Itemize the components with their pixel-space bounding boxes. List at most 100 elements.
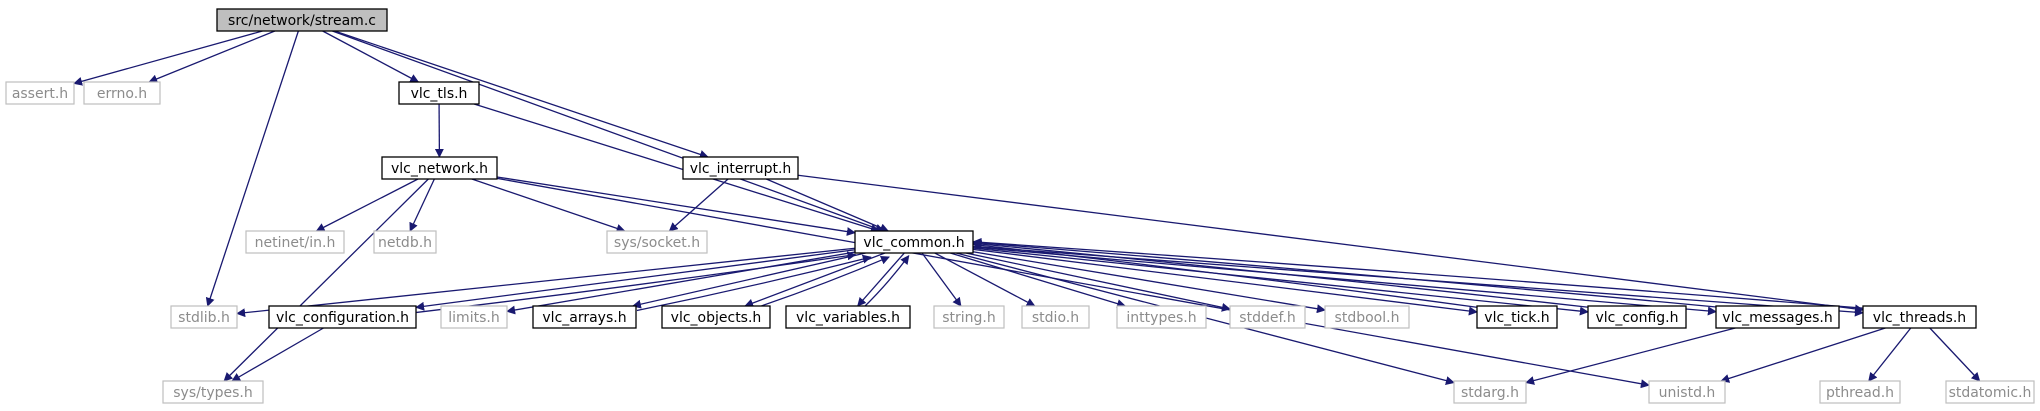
node-label: netdb.h [378,235,432,251]
node-stream[interactable]: src/network/stream.c [216,8,388,32]
node-vlc-tick[interactable]: vlc_tick.h [1476,305,1558,329]
node-box [854,230,974,254]
node-label: stdio.h [1032,310,1079,326]
edge-stream-to-vlc_tls [322,30,420,83]
node-vlc-variables[interactable]: vlc_variables.h [785,305,911,329]
edge-vlc_common-to-vlc_config [972,247,1589,316]
node-label: vlc_tls.h [411,86,468,102]
edge-vlc_network-to-vlc_common [496,176,856,236]
node-box [1229,305,1306,329]
node-assert: assert.h [5,81,75,105]
edge-vlc_common-to-stdio [934,252,1036,307]
node-stdarg: stdarg.h [1453,380,1527,404]
node-label: vlc_interrupt.h [690,161,792,177]
edge-vlc_common-to-vlc_variables [857,252,905,307]
node-box [1648,380,1726,404]
node-vlc-messages[interactable]: vlc_messages.h [1715,305,1840,329]
node-netinet-in: netinet/in.h [245,230,345,254]
nodes-layer: src/network/stream.c assert.h errno.h vlc_t… [5,8,2035,404]
node-box [785,305,911,329]
node-label: stdarg.h [1461,385,1519,401]
node-box [661,305,771,329]
node-vlc-configuration[interactable]: vlc_configuration.h [268,305,417,329]
edge-vlc_threads-to-pthread [1868,327,1912,382]
edge-vlc_common-to-stdbool [972,251,1326,314]
node-label: limits.h [448,310,499,326]
node-box [268,305,417,329]
node-vlc-network[interactable]: vlc_network.h [381,156,498,180]
edge-vlc_interrupt-to-vlc_common [766,178,890,232]
node-vlc-threads[interactable]: vlc_threads.h [1862,305,1977,329]
node-label: src/network/stream.c [228,13,376,29]
node-label: vlc_messages.h [1722,310,1832,326]
node-box [1476,305,1558,329]
edge-vlc_network-to-sys_types [223,178,429,382]
edge-vlc_configuration-to-sys_types [231,327,324,382]
node-label: vlc_tick.h [1484,310,1549,326]
edge-vlc_common-to-vlc_arrays [631,252,866,309]
node-box [1324,305,1410,329]
edge-vlc_messages-to-vlc_common [972,238,1717,308]
node-label: stdlib.h [178,310,230,326]
node-stdbool: stdbool.h [1324,305,1410,329]
node-label: errno.h [97,86,147,102]
node-label: vlc_configuration.h [276,310,409,326]
node-box [1021,305,1090,329]
edge-stream-to-errno [148,30,276,84]
node-label: sys/socket.h [614,235,700,251]
node-label: netinet/in.h [255,235,336,251]
node-stdio: stdio.h [1021,305,1090,329]
edge-vlc_common-to-stdlib [236,247,856,318]
node-box [245,230,345,254]
node-string: string.h [933,305,1005,329]
node-label: vlc_network.h [391,161,488,177]
node-label: assert.h [12,86,68,102]
edge-vlc_configuration-to-vlc_common [416,251,857,314]
edge-vlc_interrupt-to-sys_socket [668,178,729,232]
node-pthread: pthread.h [1819,380,1901,404]
edge-stream-to-stdlib [205,30,299,307]
node-label: pthread.h [1826,385,1894,401]
node-box [532,305,637,329]
node-stdatomic: stdatomic.h [1945,380,2035,404]
node-vlc-common[interactable]: vlc_common.h [854,230,974,254]
edge-vlc_tls-to-vlc_common [473,103,880,233]
edges-layer [73,30,1981,389]
edge-vlc_common-to-limits [506,251,856,315]
node-vlc-config[interactable]: vlc_config.h [1587,305,1687,329]
node-label: inttypes.h [1126,310,1196,326]
node-vlc-tls[interactable]: vlc_tls.h [398,81,480,105]
edge-stream-to-vlc_interrupt [334,30,709,159]
node-label: vlc_common.h [863,235,964,251]
node-box [1587,305,1687,329]
node-label: vlc_arrays.h [542,310,626,326]
node-label: stddef.h [1239,310,1295,326]
node-label: stdatomic.h [1949,385,2032,401]
node-label: vlc_threads.h [1873,310,1966,326]
node-netdb: netdb.h [373,230,437,254]
node-box [682,156,799,180]
node-label: vlc_config.h [1595,310,1678,326]
edge-vlc_objects-to-vlc_common [749,255,890,311]
node-label: vlc_objects.h [671,310,762,326]
edge-vlc_network-to-netdb [409,178,435,232]
node-vlc-interrupt[interactable]: vlc_interrupt.h [682,156,799,180]
node-box [162,380,264,404]
node-box [83,81,161,105]
node-box [5,81,75,105]
node-box [1715,305,1840,329]
edge-vlc_common-to-vlc_configuration [415,249,856,311]
edge-vlc_variables-to-vlc_common [861,255,910,310]
node-label: vlc_variables.h [796,310,900,326]
node-box [1453,380,1527,404]
node-label: stdbool.h [1335,310,1400,326]
node-vlc-arrays[interactable]: vlc_arrays.h [532,305,637,329]
node-box [216,8,388,32]
edge-vlc_tick-to-vlc_common [972,240,1478,309]
node-vlc-objects[interactable]: vlc_objects.h [661,305,771,329]
node-box [1116,305,1207,329]
edge-vlc_threads-to-stdatomic [1929,327,1981,382]
node-box [1862,305,1977,329]
edge-vlc_common-to-inttypes [950,252,1127,308]
node-box [373,230,437,254]
